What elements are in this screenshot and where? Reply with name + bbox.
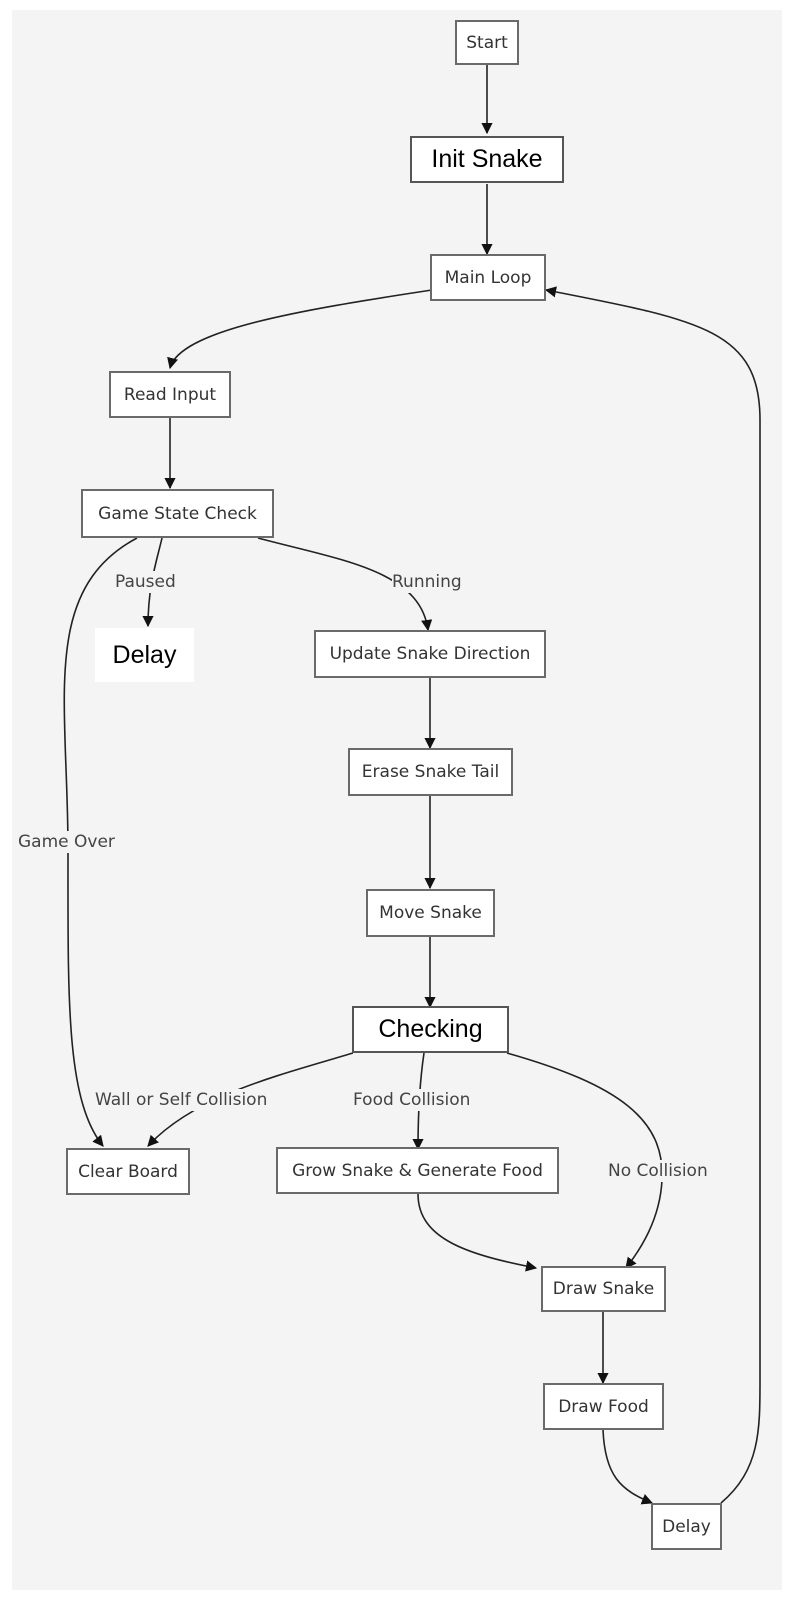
edge-nocollision	[506, 1052, 663, 1269]
node-init-snake: Init Snake	[410, 136, 564, 183]
edge-running	[257, 537, 433, 632]
node-checking: Checking	[352, 1006, 509, 1053]
edge-grow-drawsnake	[417, 1193, 538, 1272]
node-draw-snake: Draw Snake	[541, 1266, 666, 1312]
edge-label-game-over: Game Over	[18, 831, 115, 853]
edge-label-wall-self-collision: Wall or Self Collision	[95, 1089, 268, 1111]
edge-wall-self	[147, 1052, 354, 1147]
node-update-snake-direction: Update Snake Direction	[314, 630, 546, 678]
node-erase-snake-tail: Erase Snake Tail	[348, 748, 513, 796]
node-draw-food: Draw Food	[543, 1383, 664, 1430]
edge-drawfood-delay	[602, 1429, 654, 1505]
flowchart-canvas: Start Init Snake Main Loop Read Input Ga…	[12, 10, 782, 1590]
edge-label-paused: Paused	[115, 571, 176, 593]
node-delay-paused: Delay	[95, 628, 194, 682]
edge-mainloop-readinput	[167, 289, 433, 370]
edge-label-no-collision: No Collision	[608, 1160, 708, 1182]
node-delay-end: Delay	[651, 1503, 722, 1550]
node-clear-board: Clear Board	[66, 1148, 190, 1195]
node-game-state-check: Game State Check	[81, 489, 274, 538]
edge-label-food-collision: Food Collision	[353, 1089, 471, 1111]
node-read-input: Read Input	[109, 371, 231, 418]
node-move-snake: Move Snake	[366, 889, 495, 937]
node-start: Start	[455, 20, 519, 65]
edge-label-running: Running	[392, 571, 462, 593]
node-grow-snake-generate-food: Grow Snake & Generate Food	[276, 1147, 559, 1194]
edge-delay-mainloop	[544, 286, 761, 1504]
node-main-loop: Main Loop	[430, 254, 546, 301]
